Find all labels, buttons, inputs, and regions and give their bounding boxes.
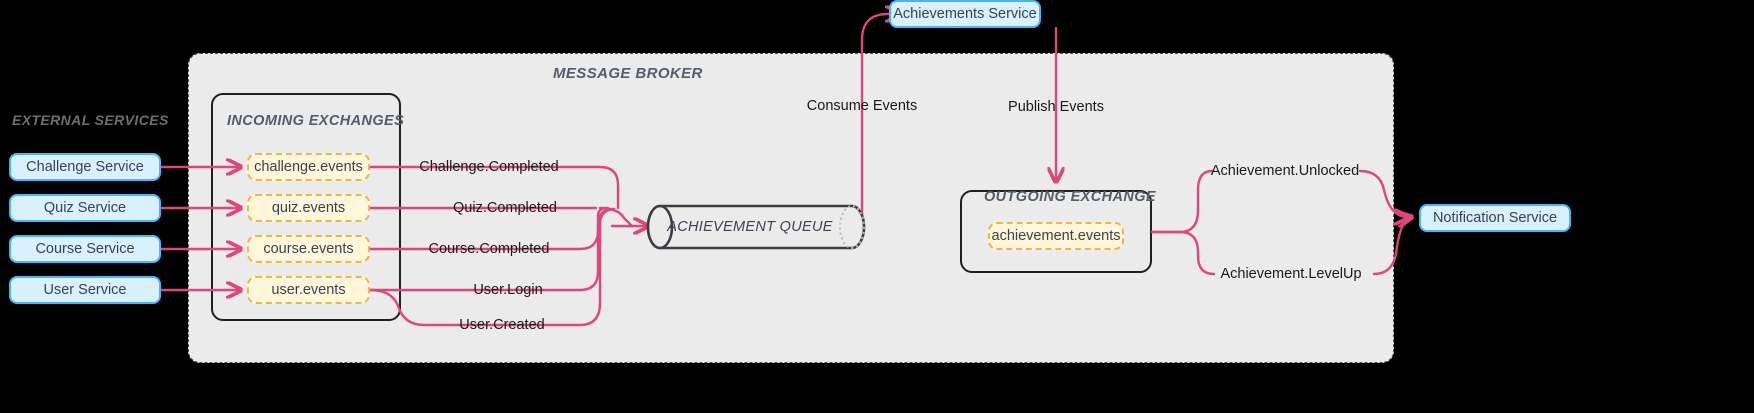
exchange-user-events[interactable]: user.events	[247, 276, 370, 304]
exchange-achievement-events-label: achievement.events	[991, 228, 1121, 244]
notification-service[interactable]: Notification Service	[1419, 204, 1571, 232]
routing-key-user-login: User.Login	[473, 282, 543, 298]
outbound-event-achievement-levelup: Achievement.LevelUp	[1220, 266, 1362, 282]
routing-key-user-created: User.Created	[459, 317, 545, 333]
external-service-user[interactable]: User Service	[9, 276, 161, 304]
routing-key-challenge-completed: Challenge.Completed	[419, 159, 559, 175]
achievement-queue-label: ACHIEVEMENT QUEUE	[667, 219, 833, 235]
external-services-label: EXTERNAL SERVICES	[12, 112, 169, 128]
exchange-achievement-events[interactable]: achievement.events	[988, 222, 1124, 250]
exchange-challenge-events[interactable]: challenge.events	[247, 153, 370, 181]
external-service-quiz[interactable]: Quiz Service	[9, 194, 161, 222]
message-broker-label: MESSAGE BROKER	[553, 65, 703, 82]
exchange-quiz-events-label: quiz.events	[271, 200, 346, 216]
flow-label-consume-events: Consume Events	[806, 98, 918, 114]
external-service-challenge-label: Challenge Service	[26, 159, 144, 175]
achievements-service-label: Achievements Service	[893, 6, 1037, 22]
routing-key-quiz-completed: Quiz.Completed	[453, 200, 557, 216]
external-service-user-label: User Service	[43, 282, 127, 298]
notification-service-label: Notification Service	[1432, 210, 1558, 226]
external-service-course-label: Course Service	[35, 241, 135, 257]
exchange-course-events-label: course.events	[263, 241, 354, 257]
outbound-event-achievement-unlocked: Achievement.Unlocked	[1210, 163, 1360, 179]
external-service-course[interactable]: Course Service	[9, 235, 161, 263]
exchange-challenge-events-label: challenge.events	[254, 159, 363, 175]
outgoing-exchange-label: OUTGOING EXCHANGE	[984, 189, 1156, 205]
external-service-quiz-label: Quiz Service	[43, 200, 127, 216]
exchange-course-events[interactable]: course.events	[247, 235, 370, 263]
achievements-service[interactable]: Achievements Service	[889, 0, 1041, 28]
routing-key-course-completed: Course.Completed	[428, 241, 550, 257]
flow-label-publish-events: Publish Events	[1008, 99, 1104, 115]
exchange-quiz-events[interactable]: quiz.events	[247, 194, 370, 222]
incoming-exchanges-label: INCOMING EXCHANGES	[227, 113, 405, 129]
external-service-challenge[interactable]: Challenge Service	[9, 153, 161, 181]
exchange-user-events-label: user.events	[271, 282, 346, 298]
